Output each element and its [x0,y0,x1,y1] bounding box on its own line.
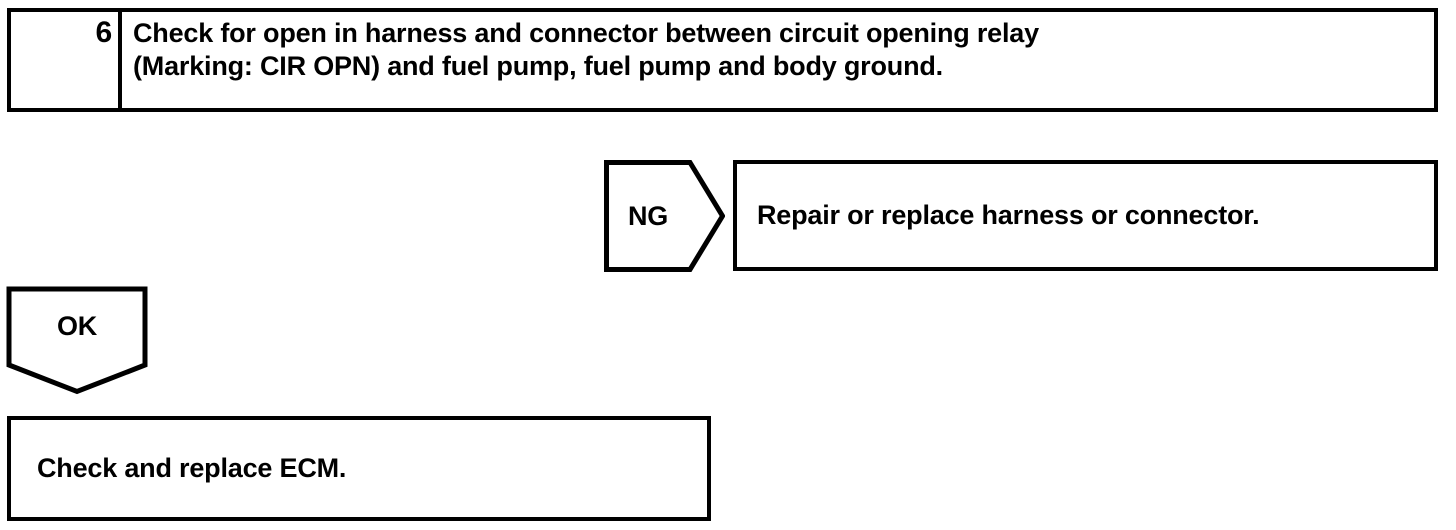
step-row: 6 Check for open in harness and connecto… [7,8,1438,112]
down-pointing-pentagon-icon [6,286,148,395]
ok-branch-label: OK [56,310,98,341]
step-instruction-text: Check for open in harness and connector … [133,18,1039,81]
step-number-cell: 6 [11,12,122,108]
ng-branch-label: NG [627,200,669,231]
ok-action-box: Check and replace ECM. [7,416,711,521]
ng-action-text: Repair or replace harness or connector. [757,200,1260,230]
ok-branch-pentagon: OK [6,286,148,396]
step-number: 6 [95,16,113,49]
right-pointing-pentagon-icon [604,160,725,272]
ng-branch-pentagon: NG [604,160,725,272]
ng-action-box: Repair or replace harness or connector. [733,160,1438,271]
ok-action-text: Check and replace ECM. [37,453,347,483]
